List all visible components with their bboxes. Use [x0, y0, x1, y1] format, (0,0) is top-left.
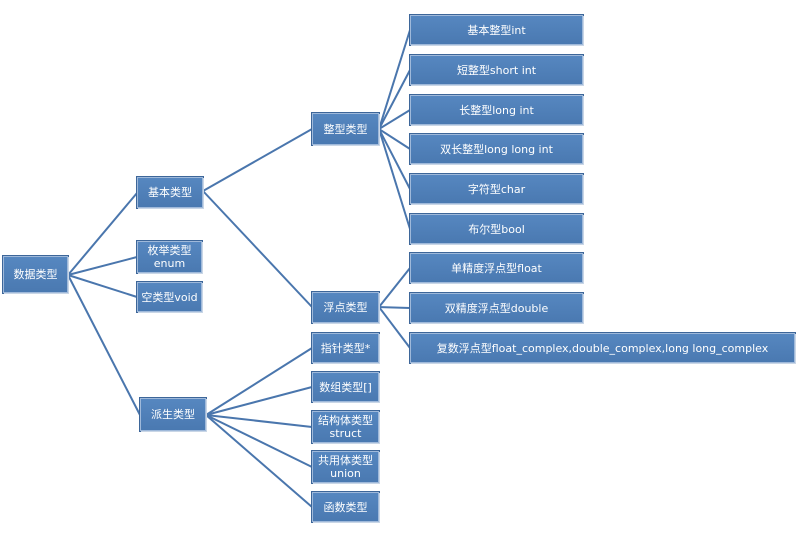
node-label: 数组类型[] [319, 380, 372, 394]
node-char: 字符型char [410, 174, 583, 204]
node-label: 长整型long int [459, 103, 534, 117]
connector [202, 190, 313, 308]
node-label: 指针类型* [320, 341, 371, 355]
node-label: 数据类型 [13, 268, 58, 281]
node-label: 短整型short int [456, 63, 537, 77]
connector [67, 274, 138, 298]
node-double-float: 双精度浮点型double [410, 293, 583, 323]
node-void-type: 空类型void [137, 282, 202, 312]
node-data-type: 数据类型 [3, 256, 68, 293]
node-label: 字符型char [467, 182, 526, 196]
node-label: 基本类型 [148, 186, 192, 199]
node-complex-float: 复数浮点型float_complex,double_complex,long l… [410, 333, 795, 363]
node-pointer-type: 指针类型* [312, 333, 379, 363]
node-long-int: 长整型long int [410, 95, 583, 125]
node-label: 浮点类型 [323, 301, 368, 314]
node-label: 双精度浮点型double [444, 301, 549, 315]
connector [378, 29, 411, 130]
connector [378, 128, 411, 190]
node-label: union [330, 467, 361, 480]
connector [205, 386, 313, 416]
connector [378, 267, 411, 308]
node-label: 空类型void [141, 290, 198, 304]
node-label: struct [329, 427, 362, 440]
node-enum-type: 枚举类型 enum [137, 241, 202, 273]
node-short-int: 短整型short int [410, 55, 583, 85]
connector [67, 274, 141, 416]
connector [378, 306, 411, 349]
connector [378, 128, 411, 230]
node-bool: 布尔型bool [410, 214, 583, 244]
node-union-type: 共用体类型 union [312, 451, 379, 483]
connector [67, 256, 138, 276]
node-label: 单精度浮点型float [451, 261, 542, 275]
node-long-long-int: 双长整型long long int [410, 134, 583, 164]
connector [205, 414, 313, 428]
node-label: enum [153, 257, 186, 270]
node-integer-type: 整型类型 [312, 113, 379, 145]
node-label: 布尔型bool [468, 222, 525, 236]
node-struct-type: 结构体类型 struct [312, 411, 379, 443]
connector [205, 414, 313, 508]
node-float-type: 浮点类型 [312, 292, 379, 323]
node-label: 结构体类型 [318, 414, 373, 427]
node-basic-type: 基本类型 [137, 177, 203, 208]
node-label: 双长整型long long int [440, 142, 553, 156]
connector [378, 69, 411, 130]
node-label: 复数浮点型float_complex,double_complex,long l… [436, 341, 769, 355]
node-single-float: 单精度浮点型float [410, 253, 583, 283]
node-function-type: 函数类型 [312, 492, 379, 522]
node-label: 枚举类型 [147, 244, 192, 257]
node-label: 基本整型int [467, 23, 526, 37]
node-label: 派生类型 [151, 408, 195, 421]
connector [205, 347, 313, 416]
node-derived-type: 派生类型 [140, 398, 206, 431]
node-label: 共用体类型 [318, 454, 373, 467]
connector [205, 414, 313, 468]
connector [202, 128, 313, 192]
node-label: 函数类型 [323, 500, 368, 514]
node-array-type: 数组类型[] [312, 372, 379, 402]
connector [67, 192, 138, 276]
connector [378, 109, 411, 130]
connector [378, 128, 411, 150]
node-int: 基本整型int [410, 15, 583, 45]
node-label: 整型类型 [323, 122, 368, 136]
connector [378, 306, 411, 309]
